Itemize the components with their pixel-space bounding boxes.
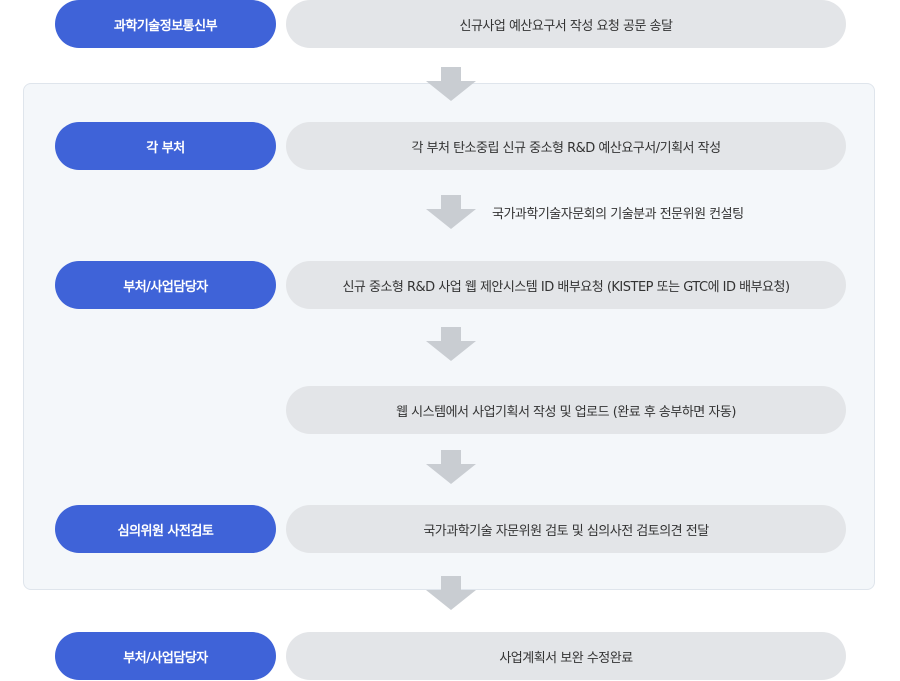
task-write-budget-plan: 각 부처 탄소중립 신규 중소형 R&D 예산요구서/기획서 작성 (286, 122, 846, 170)
down-arrow-icon (426, 195, 476, 229)
task-revise-complete: 사업계획서 보완 수정완료 (286, 632, 846, 680)
task-review-feedback: 국가과학기술 자문위원 검토 및 심의사전 검토의견 전달 (286, 505, 846, 553)
actor-ministry-manager: 부처/사업담당자 (55, 261, 276, 309)
actor-ministry-manager-final: 부처/사업담당자 (55, 632, 276, 680)
task-budget-request-notice: 신규사업 예산요구서 작성 요청 공문 송달 (286, 0, 846, 48)
down-arrow-icon (426, 576, 476, 610)
consulting-note: 국가과학기술자문회의 기술분과 전문위원 컨설팅 (492, 207, 744, 222)
task-request-system-id: 신규 중소형 R&D 사업 웹 제안시스템 ID 배부요청 (KISTEP 또는… (286, 261, 846, 309)
actor-msit: 과학기술정보통신부 (55, 0, 276, 48)
actor-reviewers: 심의위원 사전검토 (55, 505, 276, 553)
down-arrow-icon (426, 67, 476, 101)
down-arrow-icon (426, 327, 476, 361)
down-arrow-icon (426, 450, 476, 484)
task-upload-plan: 웹 시스템에서 사업기획서 작성 및 업로드 (완료 후 송부하면 자동) (286, 386, 846, 434)
actor-ministries: 각 부처 (55, 122, 276, 170)
